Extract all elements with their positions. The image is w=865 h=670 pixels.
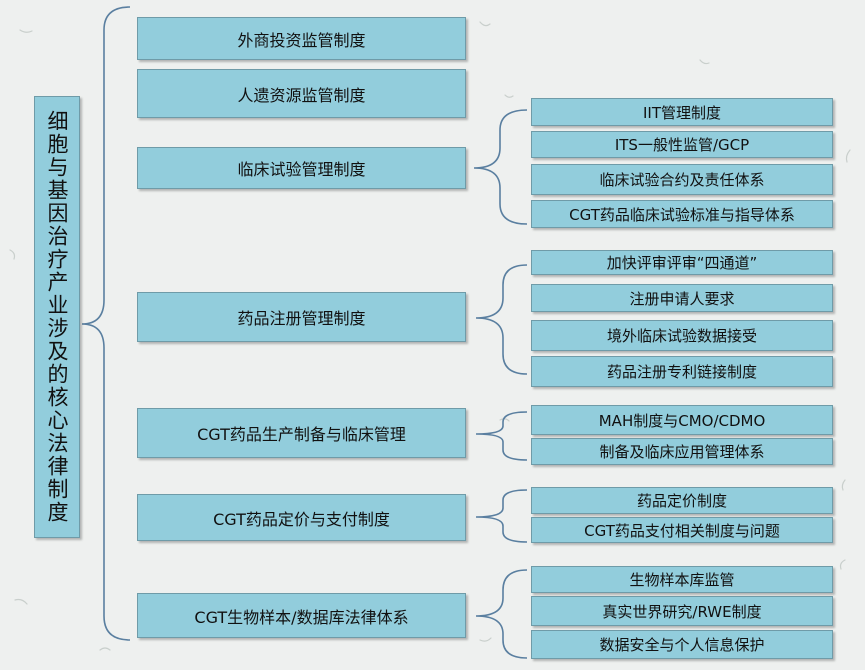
- main-brace: [81, 6, 131, 641]
- leaf-applicant-requirements: 注册申请人要求: [531, 284, 833, 312]
- branch-production-clinical: CGT药品生产制备与临床管理: [137, 408, 466, 458]
- branch-clinical-trial: 临床试验管理制度: [137, 147, 466, 189]
- leaf-four-channels: 加快评审评审“四通道”: [531, 250, 833, 275]
- leaf-pricing: 药品定价制度: [531, 487, 833, 514]
- leaf-clinical-application: 制备及临床应用管理体系: [531, 438, 833, 465]
- branch-drug-registration: 药品注册管理制度: [137, 292, 466, 342]
- leaf-rwe: 真实世界研究/RWE制度: [531, 596, 833, 626]
- biobank-brace: [475, 569, 528, 659]
- leaf-mah-cmo: MAH制度与CMO/CDMO: [531, 405, 833, 435]
- branch-human-genetic-resources: 人遗资源监管制度: [137, 69, 466, 118]
- root-label: 细胞与基因治疗产业涉及的核心法律制度: [45, 110, 69, 524]
- branch-biobank-database: CGT生物样本/数据库法律体系: [137, 593, 466, 638]
- leaf-data-security: 数据安全与个人信息保护: [531, 630, 833, 659]
- leaf-cgt-trial-standards: CGT药品临床试验标准与指导体系: [531, 200, 833, 228]
- root-node: 细胞与基因治疗产业涉及的核心法律制度: [34, 96, 80, 538]
- branch-pricing-payment: CGT药品定价与支付制度: [137, 494, 466, 541]
- pricing-brace: [475, 489, 528, 543]
- clinical-brace: [473, 109, 528, 225]
- leaf-its-gcp: ITS一般性监管/GCP: [531, 131, 833, 158]
- branch-foreign-investment: 外商投资监管制度: [137, 17, 466, 60]
- leaf-biobank-supervision: 生物样本库监管: [531, 566, 833, 593]
- leaf-trial-contract: 临床试验合约及责任体系: [531, 164, 833, 195]
- production-brace: [475, 411, 528, 461]
- leaf-overseas-data: 境外临床试验数据接受: [531, 320, 833, 351]
- registration-brace: [475, 264, 528, 375]
- leaf-payment: CGT药品支付相关制度与问题: [531, 517, 833, 543]
- leaf-iit: IIT管理制度: [531, 98, 833, 126]
- leaf-patent-linkage: 药品注册专利链接制度: [531, 356, 833, 387]
